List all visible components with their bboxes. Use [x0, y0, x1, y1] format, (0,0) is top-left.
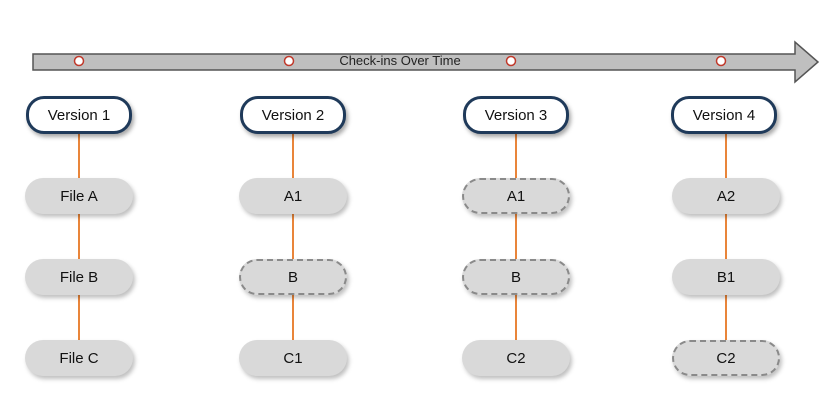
version-4-node: Version 4 [671, 96, 777, 134]
version-1-file-b: File B [25, 259, 133, 295]
version-3-file-b: B [462, 259, 570, 295]
version-4-file-b: B1 [672, 259, 780, 295]
timeline-label: Check-ins Over Time [339, 53, 461, 68]
checkin-marker [283, 55, 295, 67]
version-1-file-a: File A [25, 178, 133, 214]
version-1-file-c: File C [25, 340, 133, 376]
version-1-connector [78, 134, 80, 352]
checkin-marker [505, 55, 517, 67]
version-2-file-a: A1 [239, 178, 347, 214]
version-3-connector [515, 134, 517, 352]
version-4-connector [725, 134, 727, 352]
version-1-node: Version 1 [26, 96, 132, 134]
version-3-file-c: C2 [462, 340, 570, 376]
version-2-connector [292, 134, 294, 352]
version-2-node: Version 2 [240, 96, 346, 134]
checkin-marker [73, 55, 85, 67]
timeline-arrow-shape [32, 40, 820, 84]
version-3-file-a: A1 [462, 178, 570, 214]
version-2-file-c: C1 [239, 340, 347, 376]
version-4-file-a: A2 [672, 178, 780, 214]
version-3-node: Version 3 [463, 96, 569, 134]
version-2-file-b: B [239, 259, 347, 295]
version-4-file-c: C2 [672, 340, 780, 376]
checkin-marker [715, 55, 727, 67]
